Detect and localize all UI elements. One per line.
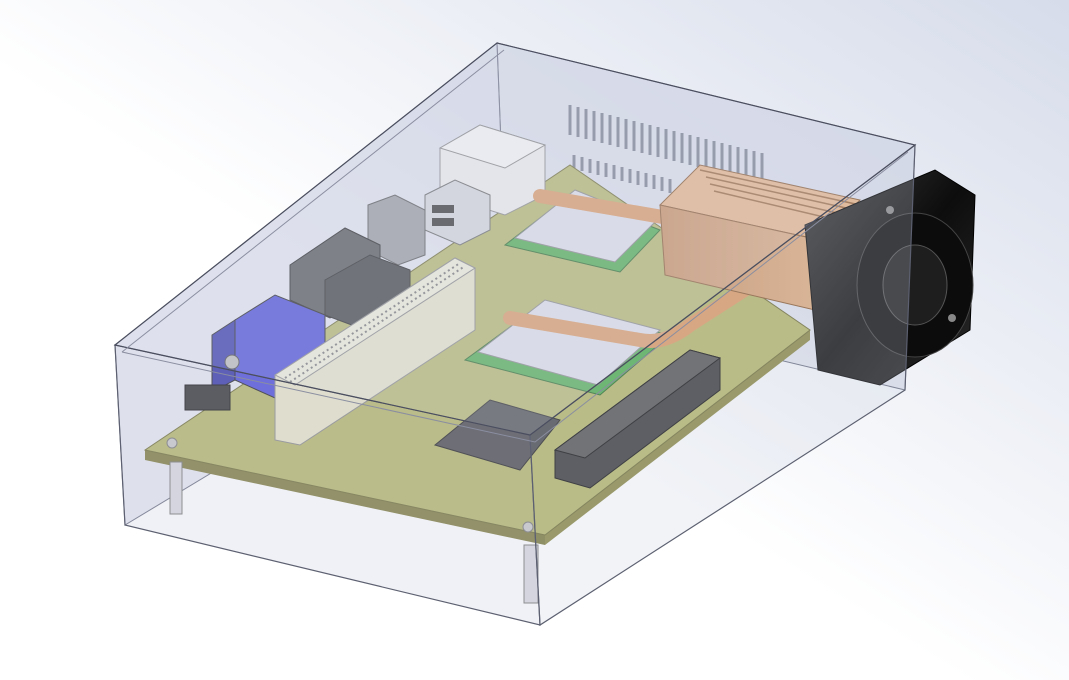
heatsink <box>658 164 862 311</box>
ic-chip <box>433 399 561 471</box>
vent-slots <box>568 105 764 193</box>
power-jack <box>184 384 231 411</box>
socket-header <box>553 349 722 489</box>
pin-header <box>273 257 477 446</box>
enclosure-front <box>113 42 917 627</box>
cooling-fan <box>804 169 976 386</box>
standoffs <box>166 437 539 604</box>
heatpipe <box>503 189 767 348</box>
